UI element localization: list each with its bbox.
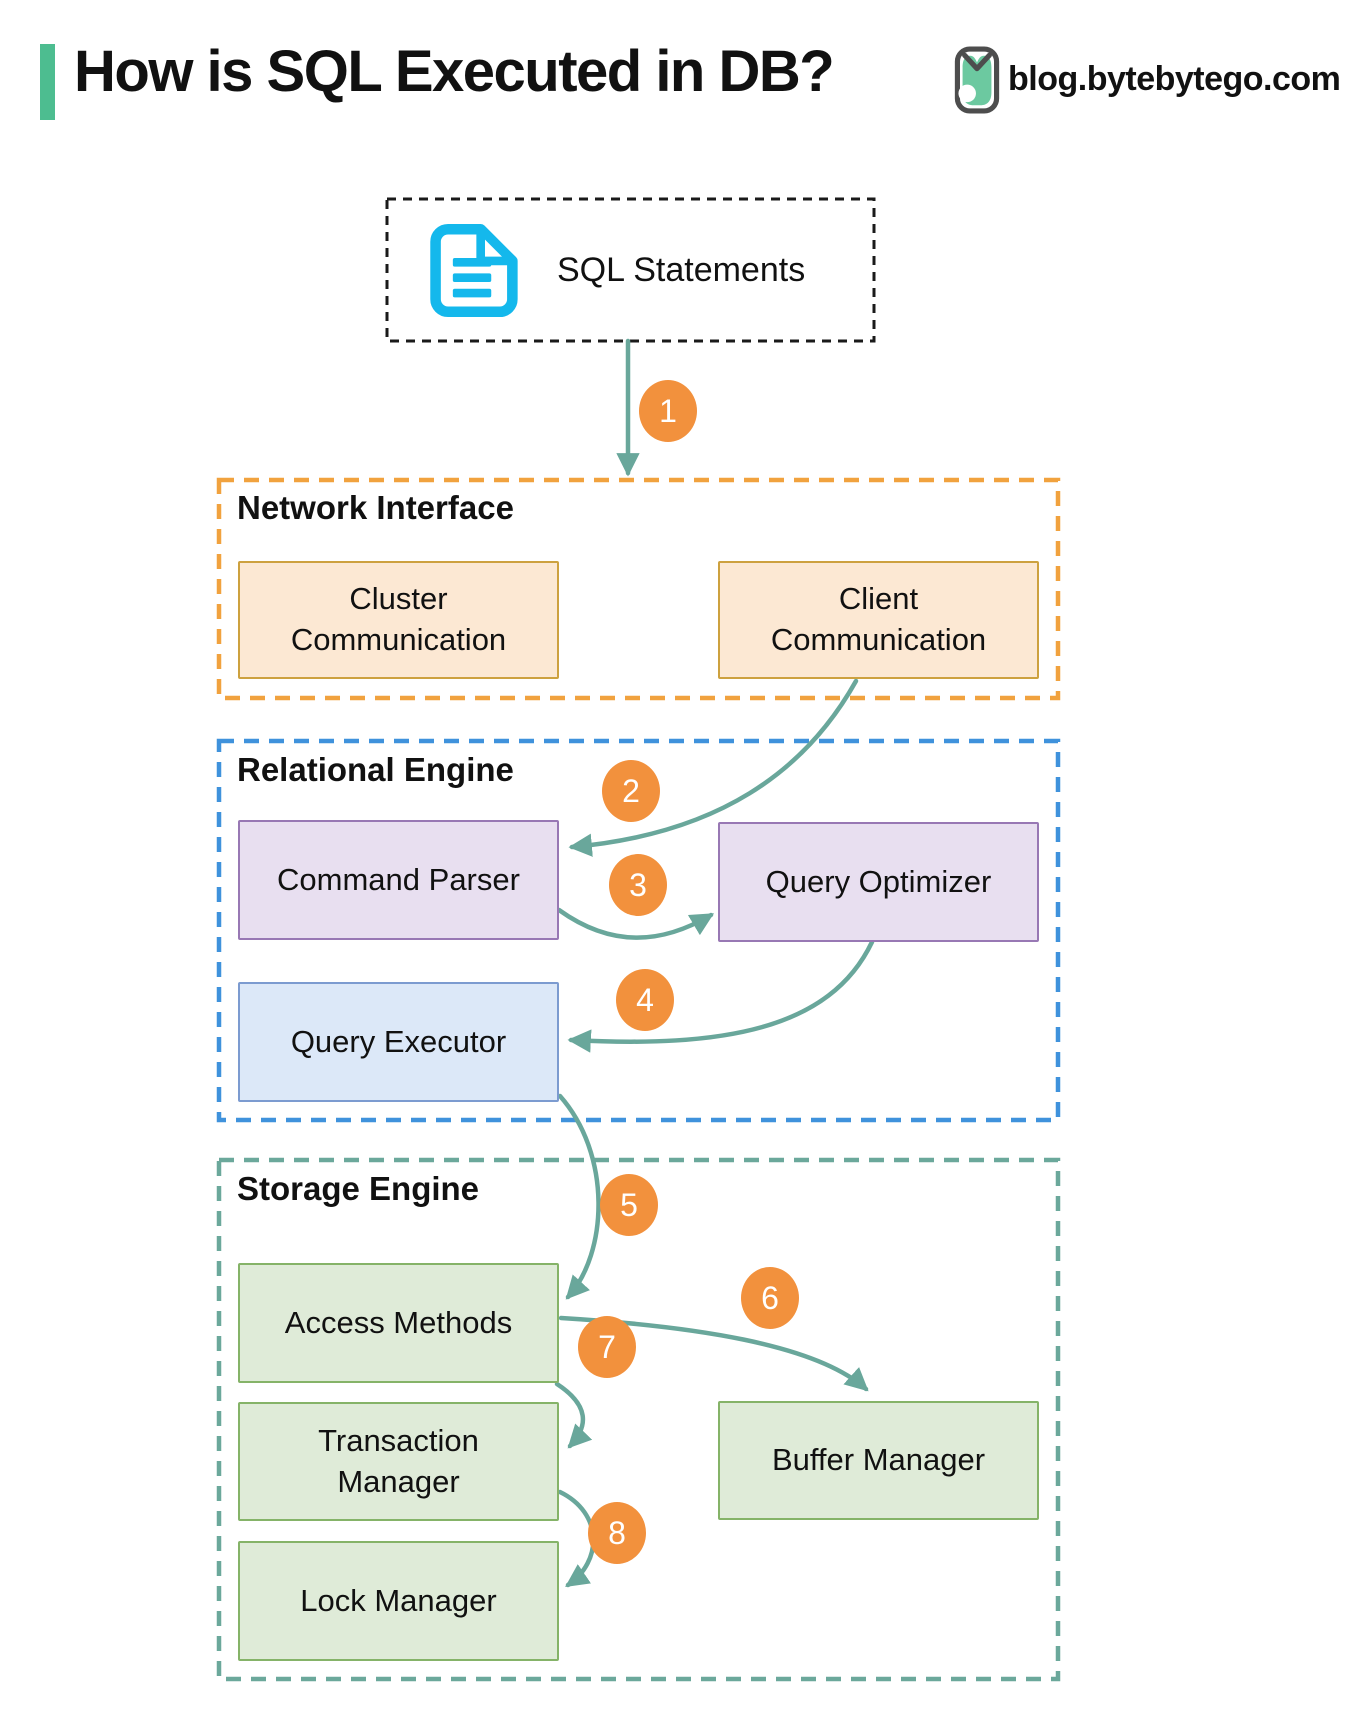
step-badge-2: 2	[602, 760, 660, 822]
box-buffer-manager: Buffer Manager	[718, 1401, 1039, 1520]
box-cluster-communication: Cluster Communication	[238, 561, 559, 679]
relational-engine-label: Relational Engine	[237, 751, 514, 788]
box-label: Query Optimizer	[765, 863, 992, 899]
box-lock-manager: Lock Manager	[238, 1541, 559, 1661]
storage-engine-label: Storage Engine	[237, 1170, 480, 1207]
box-access-methods: Access Methods	[238, 1263, 559, 1383]
box-label: Lock Manager	[300, 1582, 497, 1618]
box-label: Cluster Communication	[290, 581, 507, 657]
box-query-executor: Query Executor	[238, 982, 559, 1102]
box-label: Query Executor	[290, 1023, 507, 1059]
step-badge-8: 8	[588, 1502, 646, 1564]
step-badge-1: 1	[639, 380, 697, 442]
page-title: How is SQL Executed in DB?	[74, 39, 835, 104]
step-badge-3: 3	[609, 854, 667, 916]
box-label: Access Methods	[284, 1304, 513, 1340]
sql-statements-box: SQL Statements	[387, 199, 874, 341]
step-badge-5: 5	[600, 1174, 658, 1236]
arrow-5	[557, 1093, 601, 1300]
step-badge-7: 7	[578, 1316, 636, 1378]
box-label: Command Parser	[277, 861, 520, 897]
step-badge-6: 6	[741, 1267, 799, 1329]
title-accent-bar	[40, 44, 55, 120]
bytebytego-owl-icon	[954, 46, 1000, 114]
brand-url: blog.bytebytego.com	[1008, 60, 1341, 98]
box-transaction-manager: Transaction Manager	[238, 1402, 559, 1521]
box-label: Buffer Manager	[771, 1442, 986, 1478]
arrow-7	[554, 1381, 593, 1449]
document-icon	[430, 223, 518, 317]
step-badge-4: 4	[616, 969, 674, 1031]
sql-statements-label: SQL Statements	[557, 250, 806, 289]
network-interface-label: Network Interface	[237, 489, 514, 526]
box-query-optimizer: Query Optimizer	[718, 822, 1039, 942]
box-client-communication: Client Communication	[718, 561, 1039, 679]
box-command-parser: Command Parser	[238, 820, 559, 940]
box-label: Client Communication	[770, 581, 987, 657]
box-label: Transaction Manager	[318, 1422, 479, 1499]
